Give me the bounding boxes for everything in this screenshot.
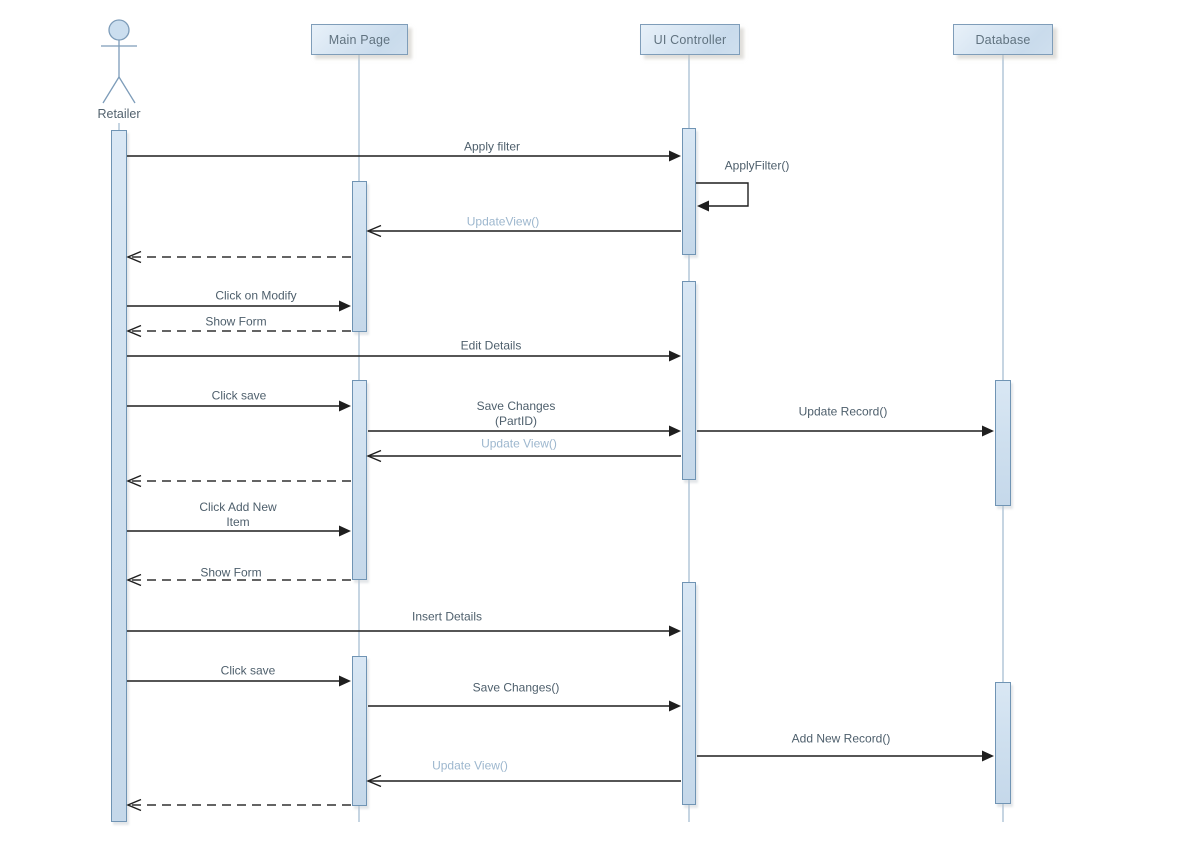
- activation-bar-main-page: [352, 656, 367, 806]
- activation-bar-ui-controller: [682, 582, 696, 805]
- activation-bar-ui-controller: [682, 281, 696, 480]
- activation-bar-database: [995, 380, 1011, 506]
- activation-bar-main-page: [352, 380, 367, 580]
- activation-bar-retailer: [111, 130, 127, 822]
- activation-bar-database: [995, 682, 1011, 804]
- activation-bar-main-page: [352, 181, 367, 332]
- activation-bar-ui-controller: [682, 128, 696, 255]
